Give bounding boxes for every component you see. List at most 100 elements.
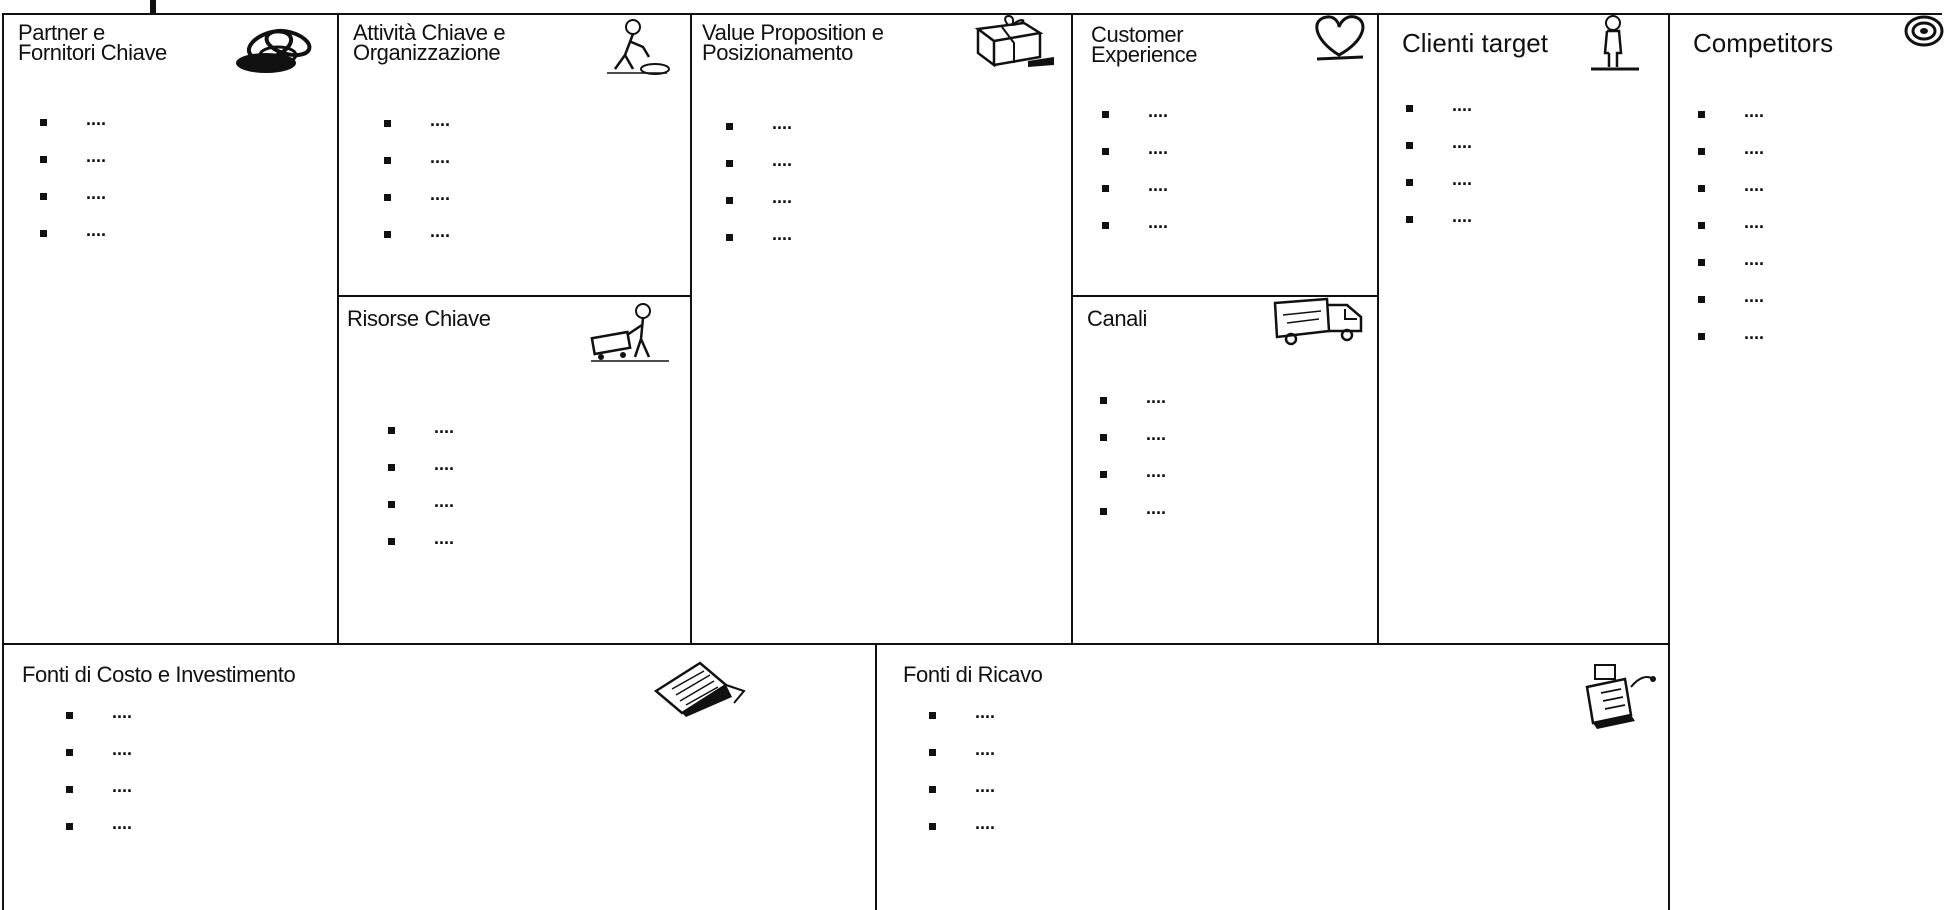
value-title-line2: Posizionamento [702,43,884,63]
list-item-text: .... [434,529,454,547]
list-item-text: .... [1148,102,1168,120]
list-item-text: .... [1744,102,1764,120]
clients-title: Clienti target [1402,29,1548,57]
bullet [66,749,73,756]
bullet [388,464,395,471]
bullet [40,156,47,163]
activities-title-line2: Organizzazione [353,43,505,63]
cash-register-icon [1581,657,1657,729]
bullet [726,197,733,204]
competitors-block: Competitors .... .... .... .... .... ...… [1668,13,1944,910]
bullet [1100,434,1107,441]
bullet [1698,333,1705,340]
clients-block: Clienti target .... .... .... .... [1377,13,1668,643]
list-item-text: .... [86,221,106,239]
list-item-text: .... [112,740,132,758]
bullet [1406,105,1413,112]
experience-block: Customer Experience .... .... .... .... [1071,13,1377,295]
bullet [1698,259,1705,266]
list-item-text: .... [1744,139,1764,157]
bullet [40,230,47,237]
bullet [1406,179,1413,186]
bullet [726,123,733,130]
bullet [1406,216,1413,223]
list-item-text: .... [430,185,450,203]
bullet [1100,397,1107,404]
list-item-text: .... [112,777,132,795]
bullet [66,823,73,830]
costs-title: Fonti di Costo e Investimento [22,665,295,685]
bullet [66,786,73,793]
bullet [40,193,47,200]
bullet [384,120,391,127]
bullet [1698,296,1705,303]
list-item-text: .... [975,777,995,795]
list-item-text: .... [430,111,450,129]
list-item-text: .... [1148,139,1168,157]
target-icon [1902,13,1944,53]
list-item-text: .... [1148,213,1168,231]
competitors-title: Competitors [1693,29,1833,57]
person-icon [1587,13,1643,73]
list-item-text: .... [1452,133,1472,151]
bullet [1102,111,1109,118]
bullet [929,749,936,756]
list-item-text: .... [434,418,454,436]
person-with-cart-icon [587,301,671,365]
list-item-text: .... [1744,213,1764,231]
bullet [929,712,936,719]
resources-block: Risorse Chiave .... .... .... .... [337,297,690,643]
bullet [1698,148,1705,155]
costs-block: Fonti di Costo e Investimento .... .... … [2,645,875,910]
list-item-text: .... [975,703,995,721]
bullet [1698,111,1705,118]
experience-title-line2: Experience [1091,45,1197,65]
list-item-text: .... [1452,96,1472,114]
bullet [384,157,391,164]
list-item-text: .... [112,814,132,832]
bullet [40,119,47,126]
bullet [726,234,733,241]
value-title: Value Proposition e Posizionamento [702,23,884,63]
list-item-text: .... [1146,388,1166,406]
bullet [388,427,395,434]
list-item-text: .... [772,225,792,243]
gift-box-icon [968,13,1058,69]
bullet [929,786,936,793]
channels-title: Canali [1087,309,1147,329]
bullet [384,194,391,201]
bullet [1698,185,1705,192]
list-item-text: .... [86,147,106,165]
list-item-text: .... [772,114,792,132]
bullet [388,538,395,545]
list-item-text: .... [430,148,450,166]
documents-icon [652,657,748,717]
list-item-text: .... [1744,287,1764,305]
list-item-text: .... [1744,176,1764,194]
top-edge-fragment [150,0,156,13]
bullet [1102,222,1109,229]
bullet [384,231,391,238]
chain-links-icon [230,21,326,75]
partners-title: Partner e Fornitori Chiave [18,23,167,63]
list-item-text: .... [1146,425,1166,443]
list-item-text: .... [434,492,454,510]
list-item-text: .... [430,222,450,240]
list-item-text: .... [434,455,454,473]
list-item-text: .... [975,740,995,758]
list-item-text: .... [975,814,995,832]
activities-block: Attività Chiave e Organizzazione .... ..… [337,13,690,295]
bullet [388,501,395,508]
bullet [1102,148,1109,155]
bullet [1100,508,1107,515]
list-item-text: .... [112,703,132,721]
bullet [929,823,936,830]
list-item-text: .... [1148,176,1168,194]
partners-title-line2: Fornitori Chiave [18,43,167,63]
revenue-title: Fonti di Ricavo [903,665,1043,685]
bullet [1406,142,1413,149]
bullet [1698,222,1705,229]
bullet [66,712,73,719]
list-item-text: .... [1452,170,1472,188]
bullet [726,160,733,167]
